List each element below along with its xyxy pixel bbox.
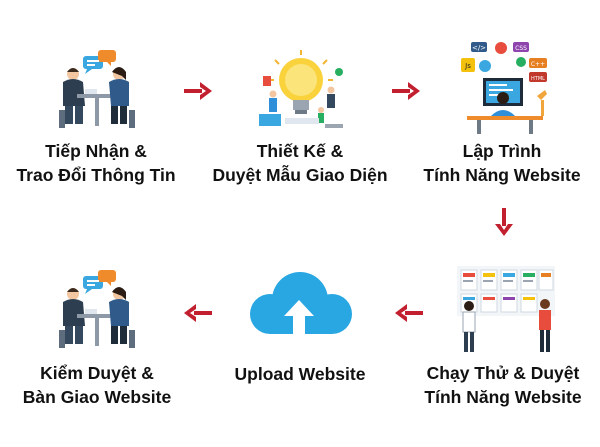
lightbulb-design-illustration	[255, 46, 347, 134]
step-label-design: Thiết Kế & Duyệt Mẫu Giao Diện	[202, 139, 398, 187]
programmer-code-illustration: </> CSS Js C++ HTML	[457, 40, 553, 136]
handover-meeting-illustration	[55, 270, 137, 352]
right-arrow-icon	[184, 82, 212, 100]
meeting-illustration	[55, 50, 137, 132]
step-label-line1: Kiểm Duyệt &	[40, 363, 154, 383]
down-arrow-icon	[495, 208, 513, 236]
step-label-handover: Kiểm Duyệt & Bàn Giao Website	[2, 361, 192, 409]
step-label-line1: Thiết Kế &	[256, 141, 344, 161]
left-arrow-icon	[184, 304, 212, 322]
step-label-line1: Chạy Thử & Duyệt	[426, 363, 580, 383]
step-label-line2: Tính Năng Website	[424, 387, 582, 407]
step-label-line2: Trao Đổi Thông Tin	[16, 165, 176, 185]
cloud-upload-icon	[240, 266, 358, 346]
step-label-line2: Tính Năng Website	[423, 165, 581, 185]
step-label-receive: Tiếp Nhận & Trao Đổi Thông Tin	[0, 139, 192, 187]
step-label-develop: Lập Trình Tính Năng Website	[407, 139, 597, 187]
step-label-testing: Chạy Thử & Duyệt Tính Năng Website	[408, 361, 598, 409]
step-label-line2: Bàn Giao Website	[22, 387, 172, 407]
step-label-line1: Lập Trình	[462, 141, 542, 161]
right-arrow-icon	[392, 82, 420, 100]
css-tag: CSS	[515, 45, 527, 52]
left-arrow-icon	[395, 304, 423, 322]
step-label-upload: Upload Website	[200, 362, 400, 386]
cpp-tag: C++	[531, 61, 545, 68]
html-tag: HTML	[531, 76, 545, 82]
code-tag: </>	[472, 44, 486, 52]
step-label-line2: Duyệt Mẫu Giao Diện	[212, 165, 388, 185]
testing-board-illustration	[453, 262, 559, 354]
js-tag: Js	[464, 62, 471, 70]
step-label-line1: Tiếp Nhận &	[45, 141, 147, 161]
step-label-line1: Upload Website	[234, 364, 366, 384]
